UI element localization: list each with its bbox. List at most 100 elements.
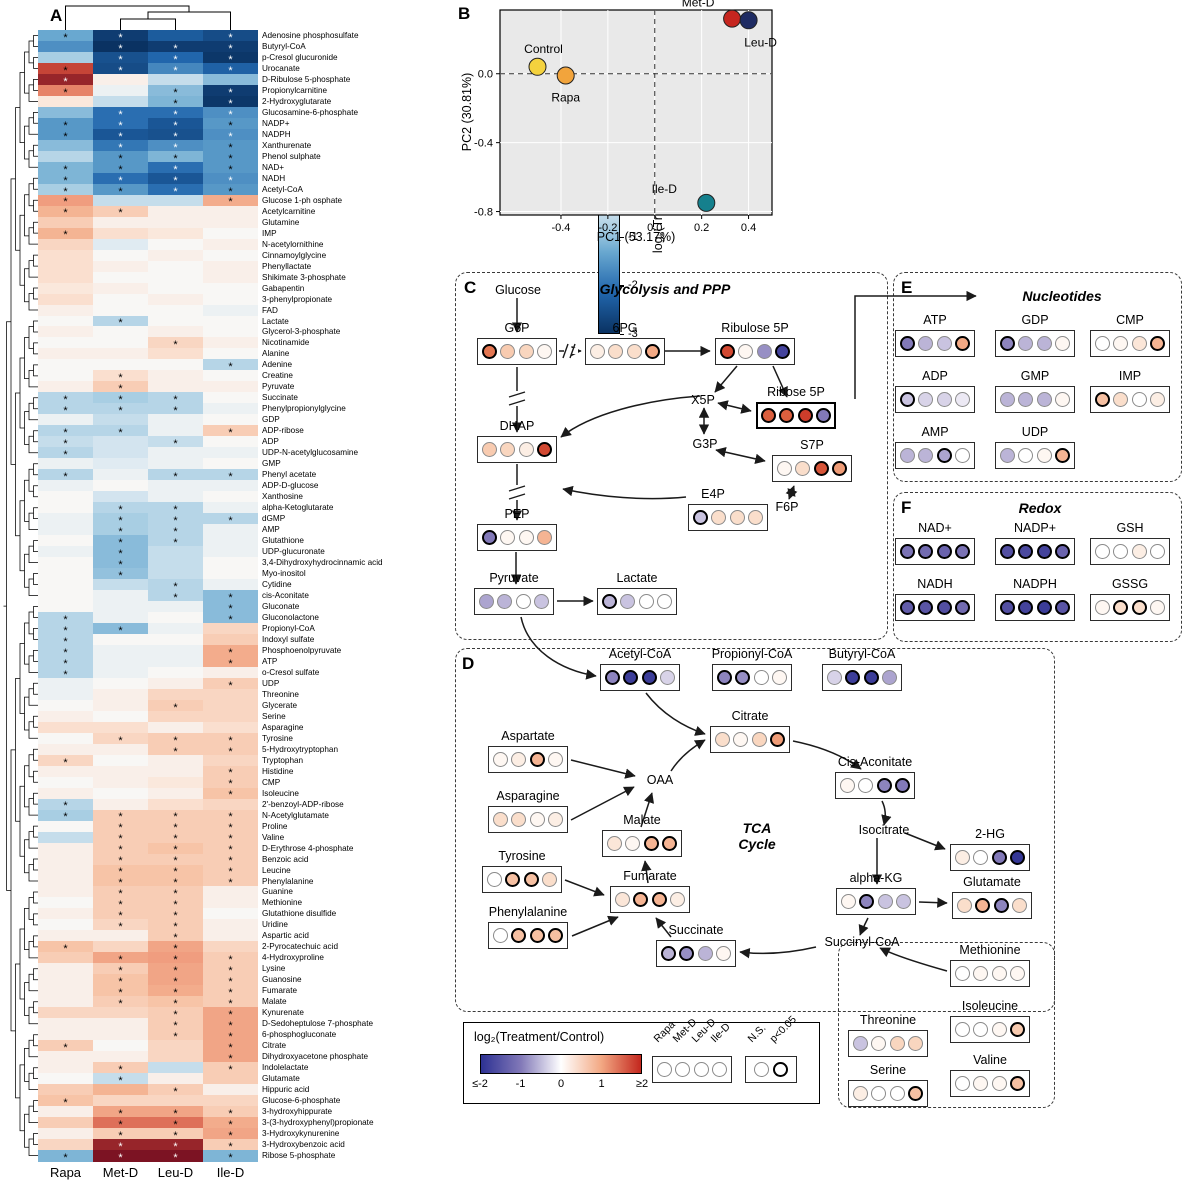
heatmap-cell: * [148, 524, 203, 537]
svg-text:0.0: 0.0 [478, 69, 493, 81]
node-text-isocitrate: Isocitrate [858, 823, 910, 837]
heatmap-cell: * [203, 139, 258, 153]
heatmap-cell [203, 403, 258, 415]
heatmap-cell [38, 996, 93, 1008]
treatment-circle-leu-d [1131, 392, 1147, 407]
treatment-circle-rapa [486, 872, 502, 887]
node-box-phenylalanine [488, 922, 568, 949]
heatmap-row-label: cis-Aconitate [262, 591, 309, 600]
heatmap-row-label: Gluconolactone [262, 612, 319, 622]
row-dendrogram [3, 35, 38, 1156]
node-label-lactate: Lactate [616, 571, 658, 585]
treatment-circle-leu-d [991, 966, 1007, 981]
heatmap-cell [38, 600, 93, 613]
heatmap-cell [203, 941, 258, 953]
heatmap-cell [38, 1007, 93, 1019]
node-label-dhap: DHAP [499, 419, 535, 433]
heatmap-row-label: 5-Hydroxytryptophan [262, 744, 338, 754]
heatmap-row-label: Phenylpropionylglycine [262, 404, 346, 414]
heatmap-row-label: Myo-inositol [262, 569, 306, 579]
heatmap-cell: * [38, 172, 93, 186]
heatmap-cell: * [93, 908, 148, 922]
heatmap-cell [38, 568, 93, 580]
heatmap-row-label: 3-hydroxyhippurate [262, 1107, 333, 1117]
heatmap-cell: * [38, 117, 93, 131]
heatmap-cell [38, 546, 93, 558]
heatmap-cell [93, 754, 148, 767]
treatment-circle-leu-d [529, 928, 545, 943]
treatment-circle-ile-d [1012, 898, 1028, 913]
heatmap-cell: * [93, 117, 148, 131]
treatment-circle-met-d [1018, 336, 1034, 351]
heatmap-cell: * [93, 952, 148, 966]
heatmap-cell [38, 1128, 93, 1140]
treatment-circle-leu-d [1131, 600, 1147, 615]
heatmap-cell [203, 326, 258, 339]
heatmap-cell: * [148, 128, 203, 142]
node-label-alpha-kg: alpha-KG [849, 871, 903, 885]
treatment-circle-rapa [492, 752, 508, 767]
heatmap-row-label: N-acetylornithine [262, 239, 324, 249]
node-label-valine: Valine [973, 1053, 1007, 1067]
heatmap-cell: * [38, 227, 93, 241]
treatment-circle-ile-d [895, 778, 911, 793]
panel-c-box [455, 272, 888, 640]
heatmap-cell [38, 524, 93, 536]
heatmap-cell [93, 941, 148, 953]
node-box-pep [477, 524, 557, 551]
heatmap-cell: * [148, 853, 203, 867]
heatmap-cell [203, 535, 258, 547]
heatmap-row-label: p-Cresol glucuronide [262, 52, 338, 62]
panel-c-title: Glycolysis and PPP [599, 281, 731, 297]
heatmap-cell: * [148, 1117, 203, 1130]
heatmap-cell: * [203, 985, 258, 999]
heatmap-row-label: alpha-Ketoglutarate [262, 503, 334, 513]
heatmap-cell: * [38, 644, 93, 658]
heatmap-cell [148, 458, 203, 470]
heatmap-row-label: GDP [262, 415, 280, 425]
heatmap-cell: * [38, 62, 93, 76]
treatment-circle-met-d [973, 1022, 989, 1037]
heatmap-cell: * [93, 1150, 148, 1163]
heatmap-row-label: UDP-glucuronate [262, 547, 325, 557]
heatmap-cell: * [203, 425, 258, 439]
treatment-circle-leu-d [936, 336, 952, 351]
treatment-circle-rapa [660, 946, 676, 961]
svg-text:-0.4: -0.4 [551, 222, 570, 234]
heatmap-cell [148, 765, 203, 778]
treatment-circle-rapa [999, 448, 1015, 463]
treatment-circle-met-d [918, 336, 934, 351]
treatment-circle-ile-d [1010, 850, 1026, 865]
heatmap-cell: * [148, 95, 203, 109]
node-label-threonine: Threonine [859, 1013, 917, 1027]
heatmap-cell [148, 655, 203, 668]
treatment-circle-met-d [497, 594, 513, 609]
node-box-lactate [597, 588, 677, 615]
heatmap-row-label: Glucose-6-phosphate [262, 1096, 341, 1106]
treatment-circle-met-d [500, 530, 516, 545]
heatmap-cell [93, 436, 148, 448]
heatmap-cell: * [148, 1128, 203, 1141]
heatmap-cell: * [93, 150, 148, 164]
treatment-circle-ile-d [537, 442, 553, 457]
heatmap-cell: * [38, 1150, 93, 1163]
heatmap-cell [148, 282, 203, 295]
heatmap-cell: * [38, 798, 93, 812]
heatmap-cell [203, 392, 258, 404]
treatment-circle-leu-d [626, 344, 642, 359]
heatmap-cell [148, 491, 203, 503]
heatmap-cell [38, 249, 93, 262]
node-label-serine: Serine [869, 1063, 907, 1077]
treatment-circle-leu-d [515, 594, 531, 609]
colorbar-tick-label: -1 [628, 230, 638, 243]
heatmap-cell: * [93, 106, 148, 120]
heatmap-cell: * [93, 370, 148, 384]
node-label-fumarate: Fumarate [623, 869, 677, 883]
treatment-circle-met-d [918, 392, 934, 407]
heatmap-row-label: ADP [262, 437, 279, 447]
treatment-circle-ile-d [816, 408, 832, 423]
heatmap-cell [38, 842, 93, 855]
heatmap-cell: * [93, 985, 148, 999]
heatmap-cell: * [93, 139, 148, 153]
heatmap-cell [38, 51, 93, 64]
